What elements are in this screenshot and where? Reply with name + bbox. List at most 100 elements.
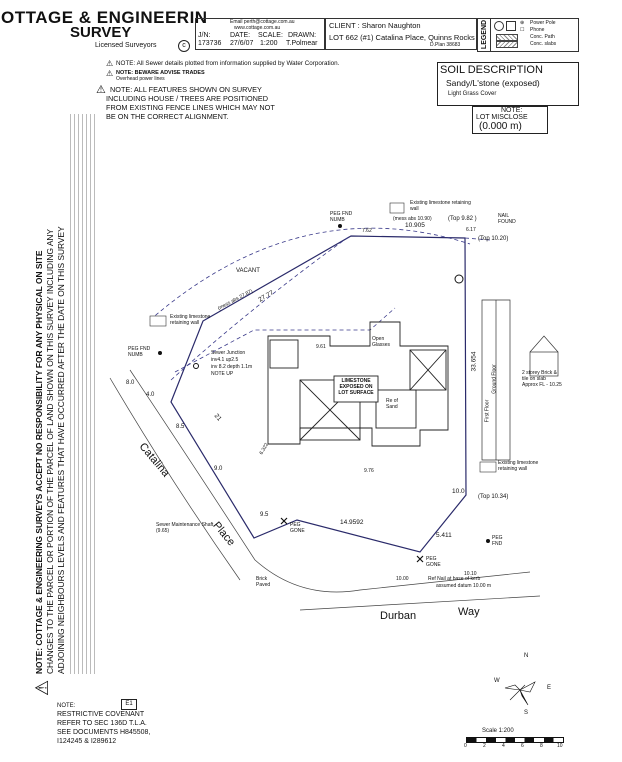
label-100: 10.0 (452, 488, 465, 495)
scale-tick-6: 6 (521, 743, 524, 749)
label-ref-nail: Ref Nail at base of kerb (428, 576, 481, 582)
soil-title: SOIL DESCRIPTION (440, 64, 543, 76)
north-e: E (547, 685, 552, 691)
roof-hip-4 (409, 349, 447, 391)
sewer-note: NOTE: All Sewer details plotted from inf… (116, 60, 340, 67)
label-durban: Durban (380, 610, 417, 622)
sewer-junction-icon (193, 363, 199, 369)
legend-box: LEGEND ⊕ Power Pole ☐ Phone Conc. Path C… (477, 18, 579, 52)
label-open-glasses: Open Glasses (372, 336, 391, 348)
label-33654: 33.654 (470, 351, 478, 372)
neighbour-tower (529, 351, 559, 377)
legend-item-conc-path: Conc. Path (530, 34, 555, 40)
scale-label: SCALE: (258, 32, 283, 39)
label-first-floor: First Floor (484, 399, 491, 423)
jn-value: 173736 (198, 40, 222, 47)
legend-title: LEGEND (478, 19, 491, 51)
legend-swatch-slab (496, 41, 518, 48)
phone-icon: ☐ (520, 27, 525, 33)
sewer-line (170, 235, 351, 381)
company-tagline: Licensed Surveyors (95, 42, 157, 49)
e1-badge: E1 (121, 699, 137, 710)
label-sewer-il: inv4.1 up2.5 (211, 357, 239, 363)
client-box: CLIENT : Sharon Naughton LOT 662 (#1) Ca… (325, 18, 477, 50)
soil-cover: Light Grass Cover (448, 91, 497, 97)
label-top-1034: (Top 10.34) (478, 494, 509, 500)
label-762: 7.62 (362, 228, 372, 234)
scale-value: 1:200 (260, 40, 278, 47)
misclose-label: NOTE: (501, 107, 523, 114)
power-pole-plan-icon (454, 274, 464, 284)
power-pole-icon: ⊕ (520, 20, 525, 26)
legend-pole-symbol (494, 21, 504, 31)
features-note-4: BE ON THE CORRECT ALIGNMENT. (106, 112, 229, 121)
restrictive-note: NOTE: (57, 703, 76, 709)
label-961: 9.61 (316, 344, 326, 350)
label-40: 4.0 (146, 392, 155, 398)
kerb-line (129, 369, 531, 593)
label-5411: 5.411 (436, 532, 452, 539)
road-edge (109, 377, 241, 581)
company-sub: SURVEY (70, 24, 132, 41)
legend-item-phone: Phone (530, 27, 545, 33)
label-retaining-top: Existing limestone retaining wall (410, 200, 471, 212)
room-1 (409, 349, 447, 391)
label-peg-fnd-numb-left: PEG FND NUMB (128, 346, 151, 358)
peg-gone-left-icon (280, 517, 288, 525)
date-label: DATE: (230, 32, 251, 39)
peg-gone-mid-icon (416, 555, 424, 563)
legend-swatch-path (496, 34, 518, 41)
legend-item-conc-slabs: Conc. slabs (530, 41, 557, 47)
label-note-up: NOTE UP (211, 371, 234, 377)
scale-tick-8: 8 (540, 743, 543, 749)
label-617: 6.17 (466, 227, 476, 233)
garage (299, 379, 361, 441)
header-info-box: Email perth@cottage.com.au www.cottage.c… (195, 18, 325, 50)
overhead-power-line (149, 227, 471, 321)
label-way: Way (458, 606, 480, 618)
date-value: 27/6/07 (230, 40, 254, 47)
peg-fnd-left-icon (158, 351, 162, 355)
misclose-value: (0.000 m) (479, 121, 522, 132)
soil-description-box: SOIL DESCRIPTION Sandy/L'stone (exposed)… (437, 62, 579, 106)
scale-bar-graphic (466, 737, 564, 743)
power-note: NOTE: BEWARE ADVISE TRADES (116, 70, 205, 76)
label-95: 9.5 (260, 512, 269, 518)
room-2 (375, 389, 417, 429)
label-top-982: (Top 9.82 ) (448, 216, 477, 222)
label-ground-floor: Ground Floor (491, 364, 498, 394)
label-vacant: VACANT (236, 268, 260, 274)
sewer-line-2 (174, 307, 396, 373)
jn-label: J/N: (198, 32, 211, 39)
north-arrow (504, 681, 536, 706)
label-149592: 14.9592 (340, 519, 364, 526)
label-85: 8.5 (176, 424, 185, 430)
legend-item-power-pole: Power Pole (530, 20, 556, 26)
label-peg-fnd-right: PEG FND (492, 535, 503, 547)
label-976: 9.76 (364, 468, 374, 474)
label-2storey: 2 storey Brick & tile on slab Approx FL … (522, 370, 562, 388)
company-name: OTTAGE & ENGINEERIN (1, 8, 208, 27)
scale-tick-10: 10 (557, 743, 563, 749)
label-1000: 10.00 (396, 576, 409, 582)
limestone-exposed-box (333, 375, 379, 403)
scale-tick-4: 4 (502, 743, 505, 749)
north-s: S (524, 710, 529, 716)
warning-icon-3: ⚠ (96, 84, 106, 96)
lot-boundary (170, 235, 467, 553)
restrictive-line-4: I124245 & I289612 (57, 738, 117, 745)
warning-icon: ⚠ (106, 59, 114, 68)
label-1010: 10.10 (464, 571, 477, 577)
room-3 (269, 339, 299, 369)
legend-phone-symbol (506, 21, 516, 31)
restrictive-covenant-box: NOTE: E1 RESTRICTIVE COVENANT REFER TO S… (57, 699, 157, 749)
label-retaining-left: Existing limestone retaining wall (170, 314, 211, 326)
header-web: www.cottage.com.au (234, 25, 281, 31)
label-peg-gone-mid: PEG GONE (426, 556, 441, 568)
scale-tick-0: 0 (464, 743, 467, 749)
label-limestone-exposed: LIMESTONE EXPOSED ON LOT SURFACE (338, 378, 374, 396)
header-email: Email perth@cottage.com.au (230, 19, 295, 25)
neighbour-house (481, 299, 511, 461)
label-brick-paved: Brick Paved (256, 576, 271, 588)
